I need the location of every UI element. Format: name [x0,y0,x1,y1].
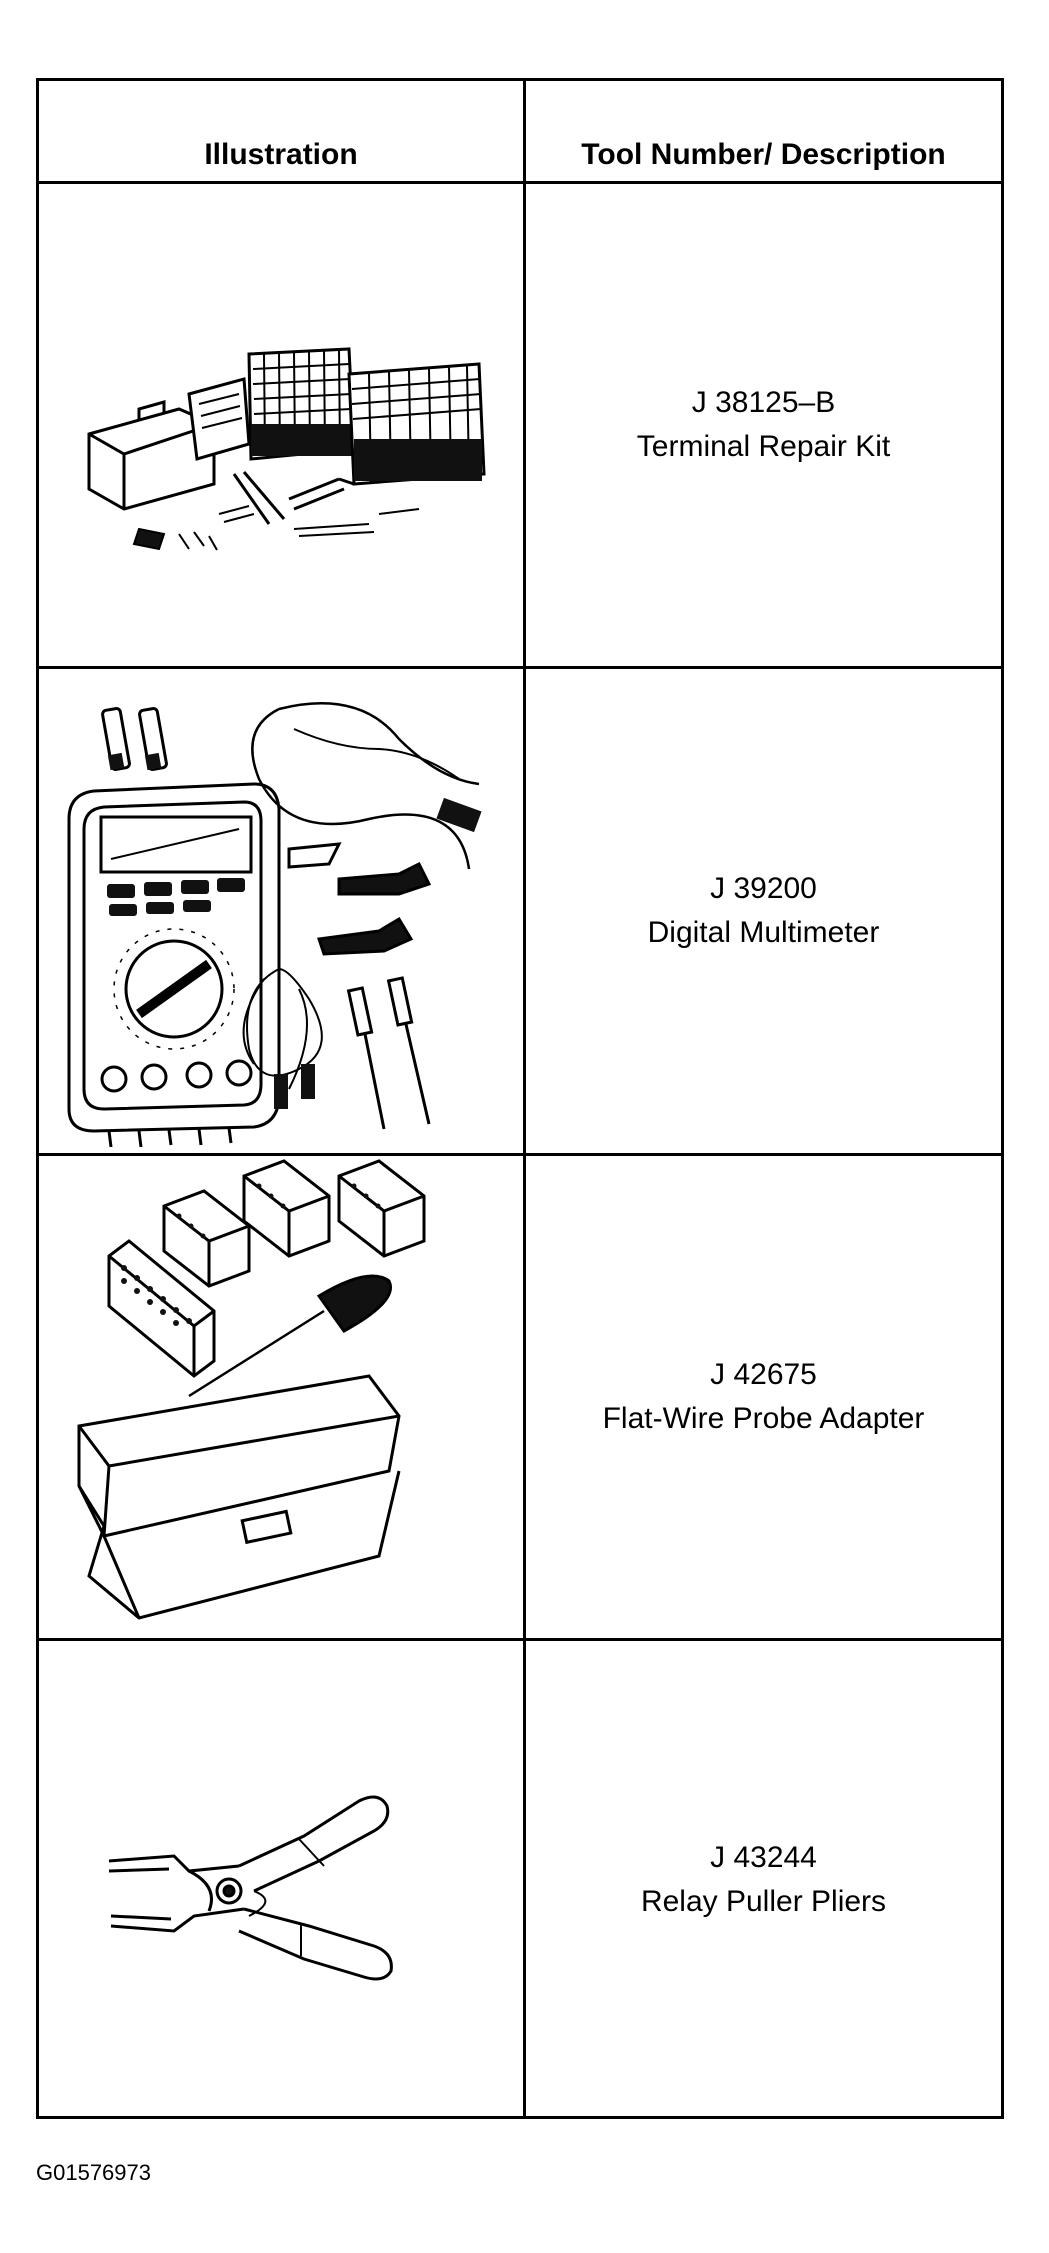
tool-number: J 39200 [710,872,817,905]
relay-puller-pliers-icon [39,1641,523,2119]
header-illustration: Illustration [204,138,358,171]
header-tool-description: Tool Number/ Description [581,138,946,171]
row-divider [39,181,1001,184]
digital-multimeter-icon [39,669,523,1153]
row-divider [39,666,1001,669]
tool-description: Relay Puller Pliers [640,1885,887,1918]
tool-number: J 38125–B [691,386,836,419]
tool-number: J 42675 [710,1358,817,1391]
tools-table: Illustration Tool Number/ Description [36,78,1004,2119]
tool-cell: J 42675 Flat-Wire Probe Adapter [526,1156,1001,1638]
row-divider [39,1638,1001,1641]
figure-id: G01576973 [36,2160,151,2185]
terminal-repair-kit-icon [39,184,523,666]
tool-description: Flat-Wire Probe Adapter [602,1402,925,1435]
tool-description: Terminal Repair Kit [636,430,891,463]
tool-description: Digital Multimeter [647,916,880,949]
column-divider [523,81,526,2116]
tool-cell: J 43244 Relay Puller Pliers [526,1641,1001,2119]
row-divider [39,1153,1001,1156]
tool-number: J 43244 [710,1841,817,1874]
tool-cell: J 38125–B Terminal Repair Kit [526,184,1001,666]
flat-wire-probe-adapter-icon [39,1156,523,1638]
tool-cell: J 39200 Digital Multimeter [526,669,1001,1153]
